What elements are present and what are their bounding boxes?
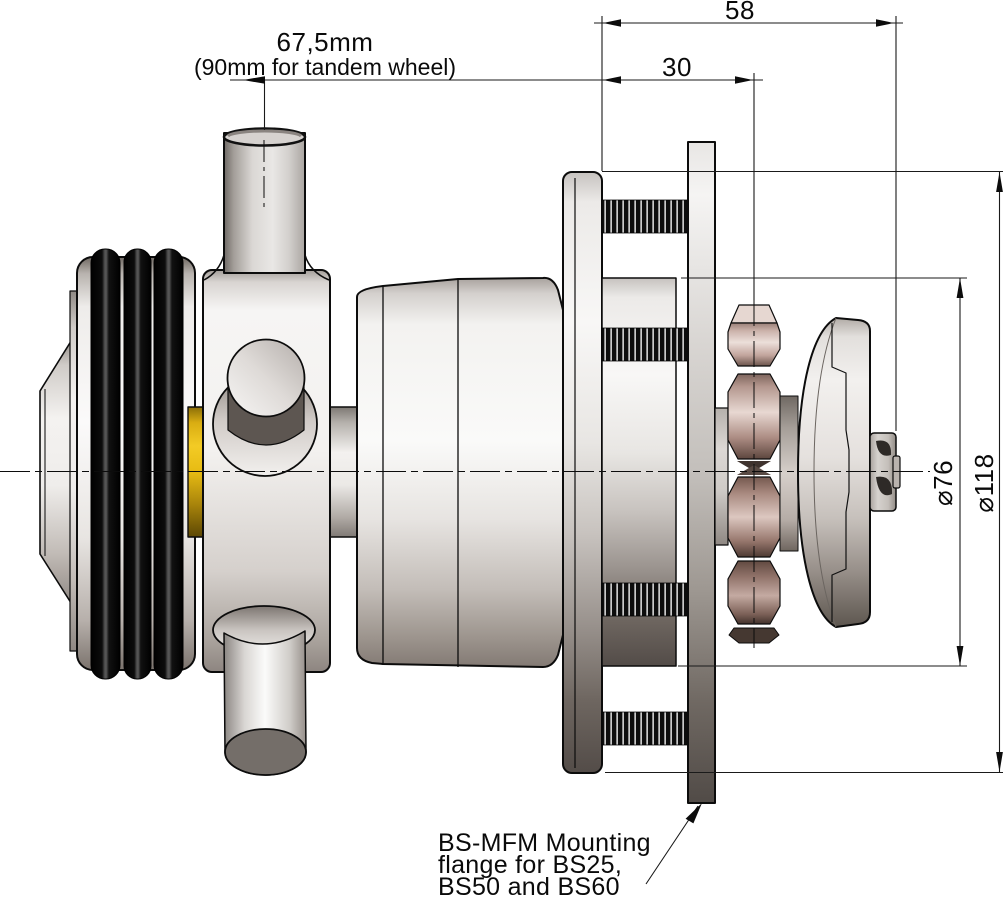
- lower-axle-pin: [212, 605, 316, 776]
- stud-4: [601, 711, 689, 746]
- end-cap: [797, 317, 871, 628]
- arrowhead-up-icon: [996, 172, 1003, 192]
- upper-axle-boss: [212, 338, 318, 477]
- bell-body: [356, 276, 564, 668]
- tire-ring-3: [153, 248, 184, 680]
- flange-disc-body: [562, 171, 603, 774]
- tire-ring-1: [90, 248, 121, 680]
- tire-ring-2: [123, 248, 152, 680]
- tube-top-shadow: [226, 129, 303, 138]
- dimension-annotations: 67,5mm (90mm for tandem wheel) 30 58 ⌀76…: [194, 0, 1003, 901]
- arrowhead-mid-icon: [603, 76, 621, 84]
- mounting-plate: [687, 141, 716, 804]
- stud-1: [601, 199, 689, 234]
- arrowhead-right-icon: [876, 19, 894, 27]
- dim-dia76: ⌀76: [928, 278, 964, 666]
- dim-dia76-label: ⌀76: [928, 460, 958, 506]
- centerlines: [0, 140, 930, 648]
- dim-dia118: ⌀118: [969, 172, 1003, 772]
- callout-line2: flange for BS25,: [438, 851, 622, 879]
- arrowhead-down-icon: [956, 646, 964, 666]
- upper-pin-end-face: [226, 338, 306, 418]
- arrowhead-down-icon: [996, 752, 1003, 772]
- arrowhead-up-icon: [956, 278, 964, 298]
- arrowhead-left-icon: [243, 76, 265, 84]
- wheel-tires: [90, 248, 184, 680]
- mounting-flange-callout: BS-MFM Mounting flange for BS25, BS50 an…: [438, 803, 702, 901]
- flange-disc: [562, 171, 603, 774]
- hub-spacer: [714, 407, 729, 546]
- dim-offset-width: 67,5mm (90mm for tandem wheel) 30: [194, 27, 763, 84]
- bell-housing: [356, 276, 564, 668]
- stub-spline-upper: [876, 440, 892, 456]
- dim-30-label: 30: [662, 52, 692, 82]
- arrowhead-right-icon: [735, 76, 753, 84]
- stud-2: [601, 327, 689, 362]
- callout-line1: BS-MFM Mounting: [438, 829, 651, 857]
- lower-pin-end-face: [224, 728, 307, 776]
- tube-flare-right: [304, 254, 330, 281]
- dim-58-label: 58: [725, 0, 755, 25]
- kingpin-tube: [203, 127, 330, 281]
- caster-assembly: [39, 127, 901, 804]
- callout-line3: BS50 and BS60: [438, 873, 620, 901]
- leader-arrowhead-icon: [685, 803, 702, 824]
- dim-offset-label-line2: (90mm for tandem wheel): [194, 54, 456, 80]
- dim-offset-label-line1: 67,5mm: [277, 27, 374, 57]
- cap-hub-neck: [779, 395, 799, 552]
- tube-flare-left: [203, 254, 225, 281]
- dim-58: 58: [594, 0, 903, 27]
- threaded-studs: [601, 199, 689, 746]
- arrowhead-left-icon: [603, 19, 621, 27]
- stub-spline-lower: [876, 476, 893, 496]
- end-cap-body: [797, 317, 871, 628]
- stud-3: [601, 582, 689, 617]
- dim-dia118-label: ⌀118: [969, 453, 999, 512]
